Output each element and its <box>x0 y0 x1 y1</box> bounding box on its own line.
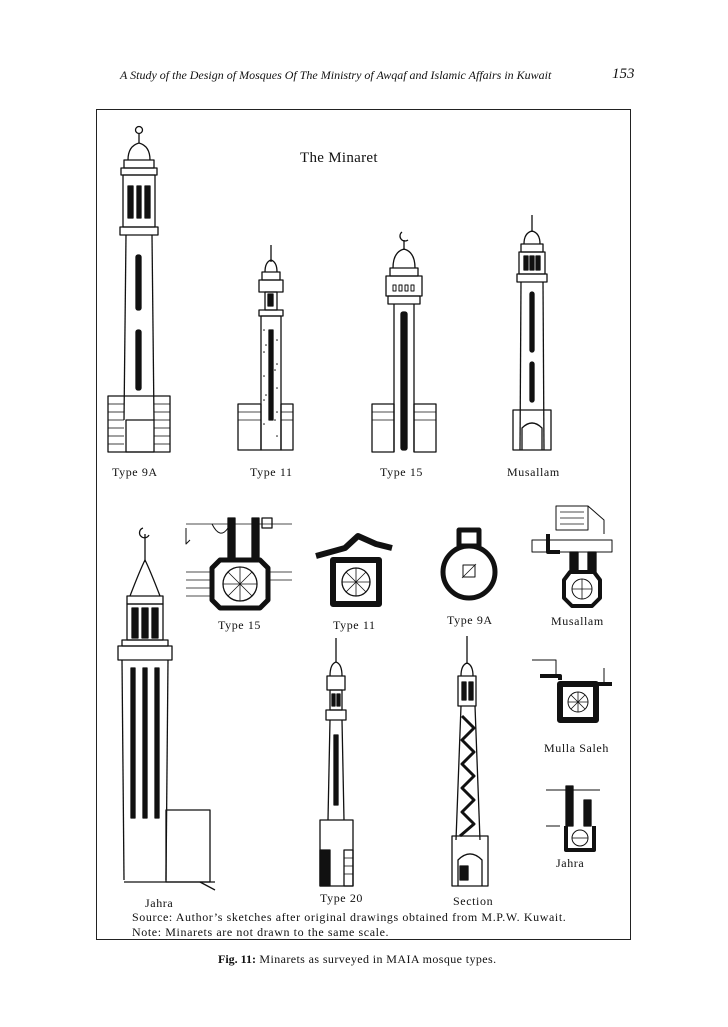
figure-frame <box>96 109 631 940</box>
type-15-plan-drawing <box>185 517 292 611</box>
musallam-plan-drawing <box>531 505 613 608</box>
label-plan-musallam: Musallam <box>551 614 604 628</box>
mulla-saleh-plan-drawing <box>532 659 612 723</box>
label-section: Section <box>453 894 494 908</box>
scale-note: Note: Minarets are not drawn to the same… <box>132 925 390 939</box>
page-number: 153 <box>612 66 635 82</box>
jahra-plan-drawing <box>546 785 600 852</box>
musallam-elevation-drawing <box>512 215 552 451</box>
label-type-15: Type 15 <box>380 465 424 479</box>
label-jahra: Jahra <box>145 896 174 910</box>
type-11-elevation-drawing <box>237 245 294 451</box>
label-type-20: Type 20 <box>320 891 364 905</box>
label-musallam: Musallam <box>507 465 560 479</box>
label-type-9a: Type 9A <box>112 465 158 479</box>
caption-label: Fig. 11: <box>218 952 256 966</box>
label-plan-mulla-saleh: Mulla Saleh <box>544 741 609 755</box>
running-header: A Study of the Design of Mosques Of The … <box>120 68 552 82</box>
figure-notes: Source: Author’s sketches after original… <box>132 910 566 940</box>
label-plan-type-9a: Type 9A <box>447 613 493 627</box>
label-plan-type-11: Type 11 <box>333 618 376 632</box>
type-11-plan-drawing <box>315 533 393 607</box>
label-plan-jahra: Jahra <box>556 856 585 870</box>
type-9a-plan-drawing <box>440 527 498 601</box>
type-15-elevation-drawing <box>371 231 437 453</box>
label-type-11: Type 11 <box>250 465 293 479</box>
figure-caption: Fig. 11: Minarets as surveyed in MAIA mo… <box>218 952 497 967</box>
jahra-elevation-drawing <box>117 527 216 891</box>
figure-title: The Minaret <box>300 150 378 166</box>
caption-text: Minarets as surveyed in MAIA mosque type… <box>256 952 497 966</box>
type-20-elevation-drawing <box>319 638 354 887</box>
section-drawing <box>451 636 489 887</box>
label-plan-type-15: Type 15 <box>218 618 262 632</box>
type-9a-elevation-drawing <box>107 125 171 453</box>
source-note: Source: Author’s sketches after original… <box>132 910 567 924</box>
